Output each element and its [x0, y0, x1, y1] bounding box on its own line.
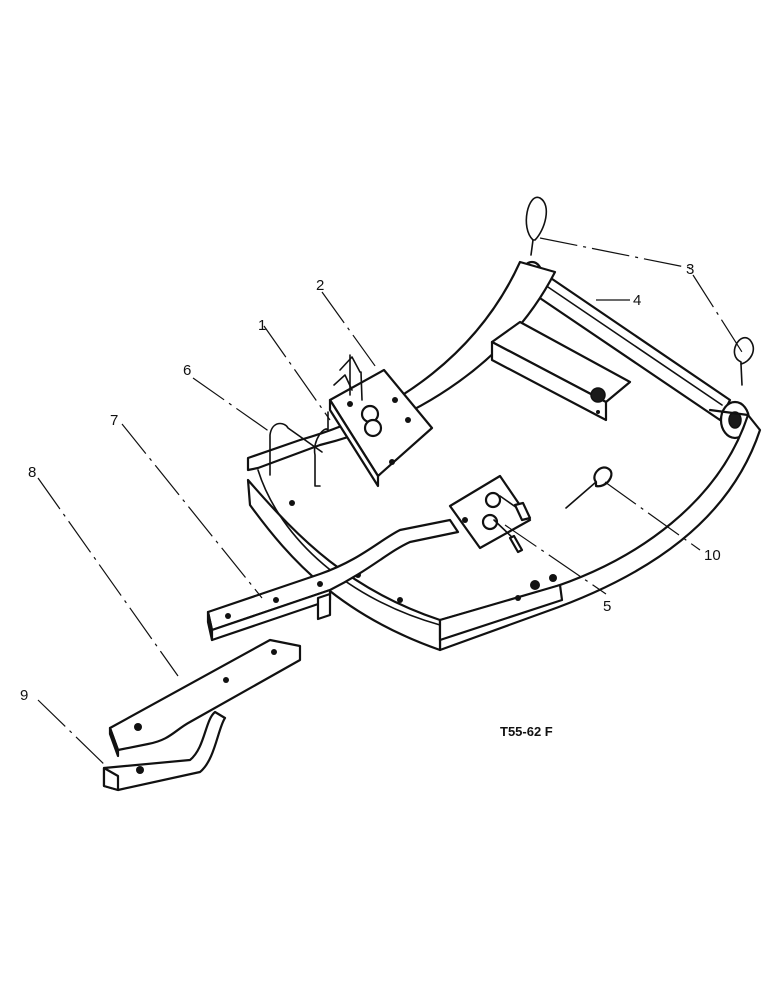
spring-clip-right [733, 336, 755, 386]
callout-9: 9 [20, 687, 28, 704]
callout-8: 8 [28, 464, 36, 481]
callout-3: 3 [686, 261, 694, 278]
callout-4: 4 [633, 292, 641, 309]
drawbar [206, 518, 460, 642]
callout-7: 7 [110, 412, 118, 429]
callout-2: 2 [316, 277, 324, 294]
callout-5: 5 [603, 598, 611, 615]
u-bolt [269, 411, 329, 487]
offset-bar-lower [102, 710, 227, 792]
drawing-reference: T55-62 F [500, 724, 553, 739]
linch-pin [565, 466, 613, 509]
lower-bracket [448, 474, 532, 554]
upper-bracket [328, 354, 434, 488]
callout-10: 10 [704, 547, 721, 564]
callout-numbers: 1 2 3 4 5 6 7 8 9 10 [20, 261, 721, 704]
main-frame [246, 260, 762, 652]
leader-lines [37, 237, 743, 769]
callout-6: 6 [183, 362, 191, 379]
offset-bar [108, 638, 302, 758]
callout-1: 1 [258, 317, 266, 334]
spring-clip-top [525, 196, 548, 256]
